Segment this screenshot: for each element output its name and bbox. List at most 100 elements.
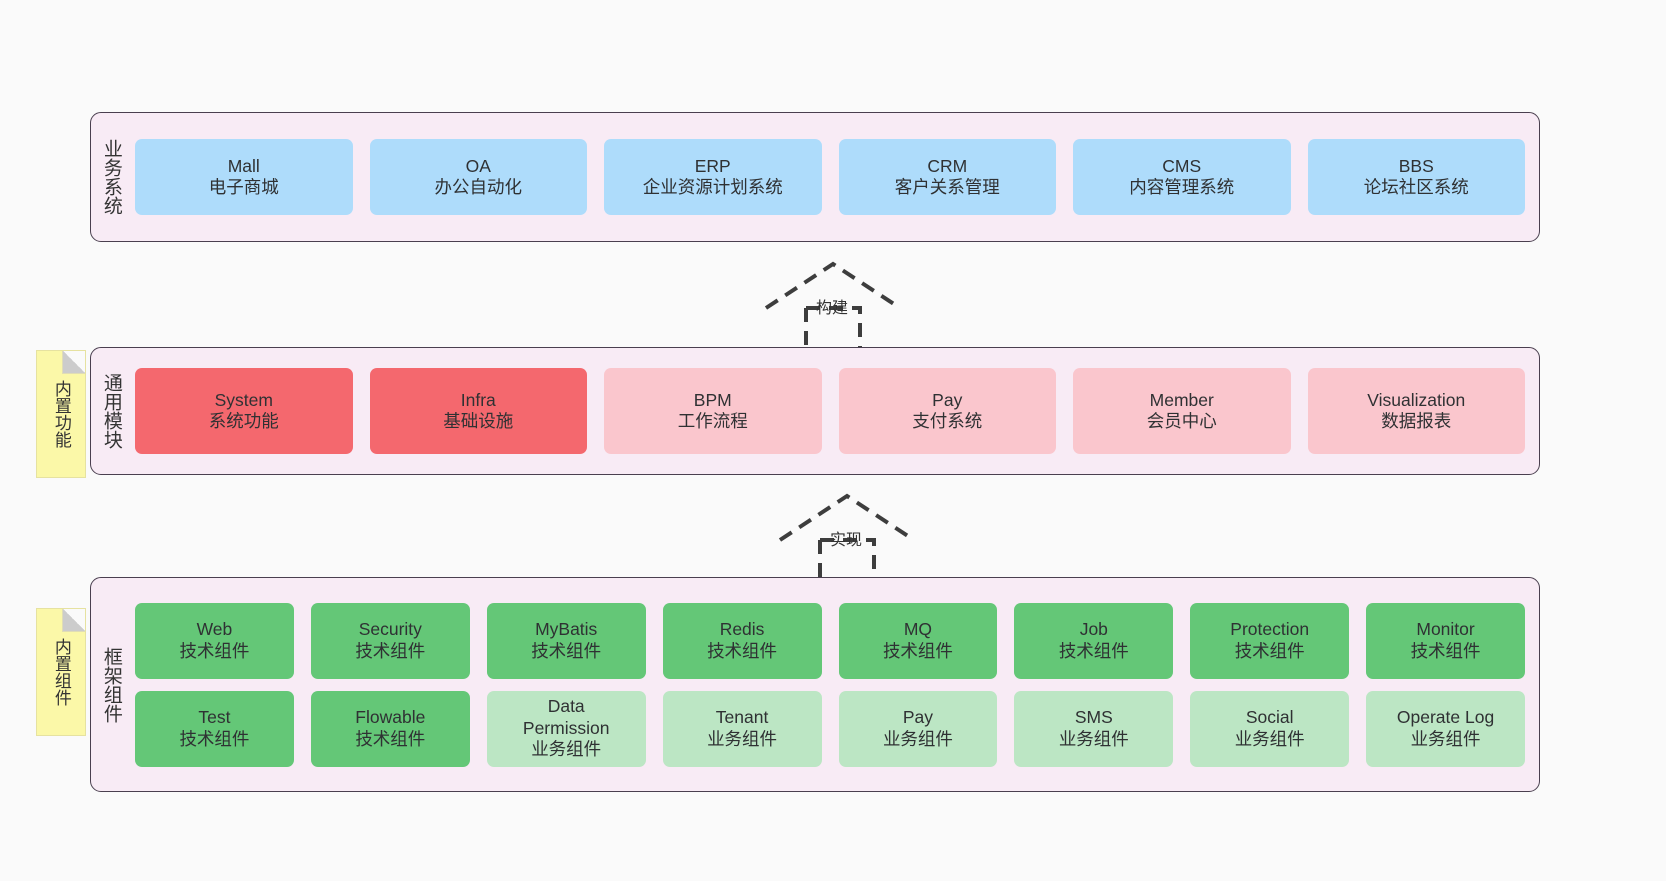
node-pay-component-name: Pay bbox=[902, 707, 934, 728]
node-pay-component[interactable]: Pay 业务组件 bbox=[838, 690, 998, 767]
node-visualization-name: Visualization bbox=[1367, 389, 1466, 410]
node-social-name: Social bbox=[1245, 707, 1294, 728]
node-sms-name: SMS bbox=[1074, 707, 1113, 728]
node-flowable-name: Flowable bbox=[355, 707, 426, 728]
node-redis-desc: 技术组件 bbox=[707, 640, 778, 661]
business-system-row: Mall 电子商城 OA 办公自动化 ERP 企业资源计划系统 CRM 客户关系… bbox=[135, 139, 1525, 215]
node-cms-desc: 内容管理系统 bbox=[1129, 177, 1235, 197]
node-pay-module-desc: 支付系统 bbox=[912, 411, 983, 431]
node-monitor[interactable]: Monitor 技术组件 bbox=[1366, 602, 1525, 679]
common-modules-row: System 系统功能 Infra 基础设施 BPM 工作流程 Pay 支付系统… bbox=[135, 368, 1525, 454]
layer-business-system: 业务系统 Mall 电子商城 OA 办公自动化 ERP 企业资源计划系统 CRM bbox=[90, 112, 1540, 242]
node-mall[interactable]: Mall 电子商城 bbox=[135, 139, 353, 215]
node-oa-desc: 办公自动化 bbox=[434, 177, 523, 197]
layer-title-framework-components: 框架组件 bbox=[100, 646, 122, 723]
node-erp-name: ERP bbox=[694, 155, 731, 176]
connector-implement: 实现 bbox=[772, 490, 922, 580]
node-erp[interactable]: ERP 企业资源计划系统 bbox=[604, 139, 822, 215]
connector-build: 构建 bbox=[758, 258, 908, 348]
node-job-name: Job bbox=[1079, 619, 1108, 640]
node-mq-desc: 技术组件 bbox=[882, 640, 953, 661]
node-monitor-name: Monitor bbox=[1416, 619, 1475, 640]
node-tenant-name: Tenant bbox=[715, 707, 769, 728]
node-job-desc: 技术组件 bbox=[1058, 640, 1129, 661]
arrow-head-build bbox=[764, 261, 902, 310]
node-sms-desc: 业务组件 bbox=[1058, 728, 1129, 749]
node-system-name: System bbox=[214, 389, 273, 410]
note-builtin-components: 内置组件 bbox=[36, 608, 86, 736]
node-member[interactable]: Member 会员中心 bbox=[1073, 368, 1291, 454]
layer-common-modules: 通用模块 System 系统功能 Infra 基础设施 BPM 工作流程 Pay bbox=[90, 347, 1540, 475]
node-erp-desc: 企业资源计划系统 bbox=[642, 177, 783, 197]
node-bpm-desc: 工作流程 bbox=[677, 411, 748, 431]
layer-title-common-modules: 通用模块 bbox=[100, 373, 122, 449]
node-tenant[interactable]: Tenant 业务组件 bbox=[662, 690, 822, 767]
node-test[interactable]: Test 技术组件 bbox=[135, 690, 294, 767]
node-sms[interactable]: SMS 业务组件 bbox=[1014, 690, 1174, 767]
node-bpm[interactable]: BPM 工作流程 bbox=[604, 368, 822, 454]
node-visualization[interactable]: Visualization 数据报表 bbox=[1307, 368, 1525, 454]
node-infra-desc: 基础设施 bbox=[443, 411, 514, 431]
node-redis[interactable]: Redis 技术组件 bbox=[662, 602, 822, 679]
node-mybatis-desc: 技术组件 bbox=[531, 640, 602, 661]
arrow-head-implement bbox=[778, 493, 916, 542]
node-crm-name: CRM bbox=[927, 155, 968, 176]
node-social-desc: 业务组件 bbox=[1234, 728, 1305, 749]
node-cms[interactable]: CMS 内容管理系统 bbox=[1073, 139, 1291, 215]
framework-tech-row: Web 技术组件 Security 技术组件 MyBatis 技术组件 Redi… bbox=[135, 602, 1525, 679]
node-crm-desc: 客户关系管理 bbox=[894, 177, 1000, 197]
layer-body-framework-components: Web 技术组件 Security 技术组件 MyBatis 技术组件 Redi… bbox=[131, 578, 1539, 791]
node-test-desc: 技术组件 bbox=[179, 728, 250, 749]
node-oa[interactable]: OA 办公自动化 bbox=[369, 139, 587, 215]
node-pay-module[interactable]: Pay 支付系统 bbox=[838, 368, 1056, 454]
framework-business-row: Test 技术组件 Flowable 技术组件 Data Permission … bbox=[135, 690, 1525, 767]
node-member-desc: 会员中心 bbox=[1146, 411, 1217, 431]
node-member-name: Member bbox=[1149, 389, 1214, 410]
node-protection-desc: 技术组件 bbox=[1234, 640, 1305, 661]
layer-body-business-system: Mall 电子商城 OA 办公自动化 ERP 企业资源计划系统 CRM 客户关系… bbox=[131, 113, 1539, 241]
node-visualization-desc: 数据报表 bbox=[1381, 411, 1452, 431]
node-monitor-desc: 技术组件 bbox=[1410, 640, 1481, 661]
node-bbs[interactable]: BBS 论坛社区系统 bbox=[1307, 139, 1525, 215]
node-system-desc: 系统功能 bbox=[208, 411, 279, 431]
node-mq[interactable]: MQ 技术组件 bbox=[838, 602, 998, 679]
note-builtin-features: 内置功能 bbox=[36, 350, 86, 478]
node-job[interactable]: Job 技术组件 bbox=[1014, 602, 1174, 679]
node-redis-name: Redis bbox=[719, 619, 765, 640]
arrow-stem-build bbox=[804, 306, 862, 348]
node-bbs-name: BBS bbox=[1398, 155, 1434, 176]
node-mall-name: Mall bbox=[227, 155, 260, 176]
node-bpm-name: BPM bbox=[693, 389, 732, 410]
node-operate-log-desc: 业务组件 bbox=[1410, 728, 1481, 749]
node-pay-component-desc: 业务组件 bbox=[882, 728, 953, 749]
node-infra-name: Infra bbox=[460, 389, 496, 410]
layer-framework-components: 框架组件 Web 技术组件 Security 技术组件 MyBatis 技术组件… bbox=[90, 577, 1540, 792]
node-security[interactable]: Security 技术组件 bbox=[310, 602, 470, 679]
node-mybatis[interactable]: MyBatis 技术组件 bbox=[486, 602, 646, 679]
layer-body-common-modules: System 系统功能 Infra 基础设施 BPM 工作流程 Pay 支付系统… bbox=[131, 348, 1539, 474]
node-social[interactable]: Social 业务组件 bbox=[1190, 690, 1350, 767]
node-security-name: Security bbox=[358, 619, 422, 640]
note-builtin-features-text: 内置功能 bbox=[51, 380, 71, 448]
node-system[interactable]: System 系统功能 bbox=[135, 368, 353, 454]
node-operate-log-name: Operate Log bbox=[1396, 707, 1495, 728]
node-protection[interactable]: Protection 技术组件 bbox=[1190, 602, 1350, 679]
node-mybatis-name: MyBatis bbox=[535, 619, 598, 640]
node-cms-name: CMS bbox=[1162, 155, 1202, 176]
node-data-permission[interactable]: Data Permission 业务组件 bbox=[486, 690, 646, 767]
node-flowable-desc: 技术组件 bbox=[355, 728, 426, 749]
node-web[interactable]: Web 技术组件 bbox=[135, 602, 294, 679]
layer-title-business-system: 业务系统 bbox=[100, 139, 122, 215]
note-builtin-components-text: 内置组件 bbox=[51, 638, 71, 706]
node-data-permission-desc: 业务组件 bbox=[531, 739, 602, 760]
node-infra[interactable]: Infra 基础设施 bbox=[369, 368, 587, 454]
node-flowable[interactable]: Flowable 技术组件 bbox=[310, 690, 470, 767]
node-pay-module-name: Pay bbox=[932, 389, 963, 410]
node-mall-desc: 电子商城 bbox=[208, 177, 279, 197]
node-oa-name: OA bbox=[465, 155, 491, 176]
node-bbs-desc: 论坛社区系统 bbox=[1363, 177, 1469, 197]
node-crm[interactable]: CRM 客户关系管理 bbox=[838, 139, 1056, 215]
node-web-name: Web bbox=[196, 619, 233, 640]
node-operate-log[interactable]: Operate Log 业务组件 bbox=[1366, 690, 1525, 767]
